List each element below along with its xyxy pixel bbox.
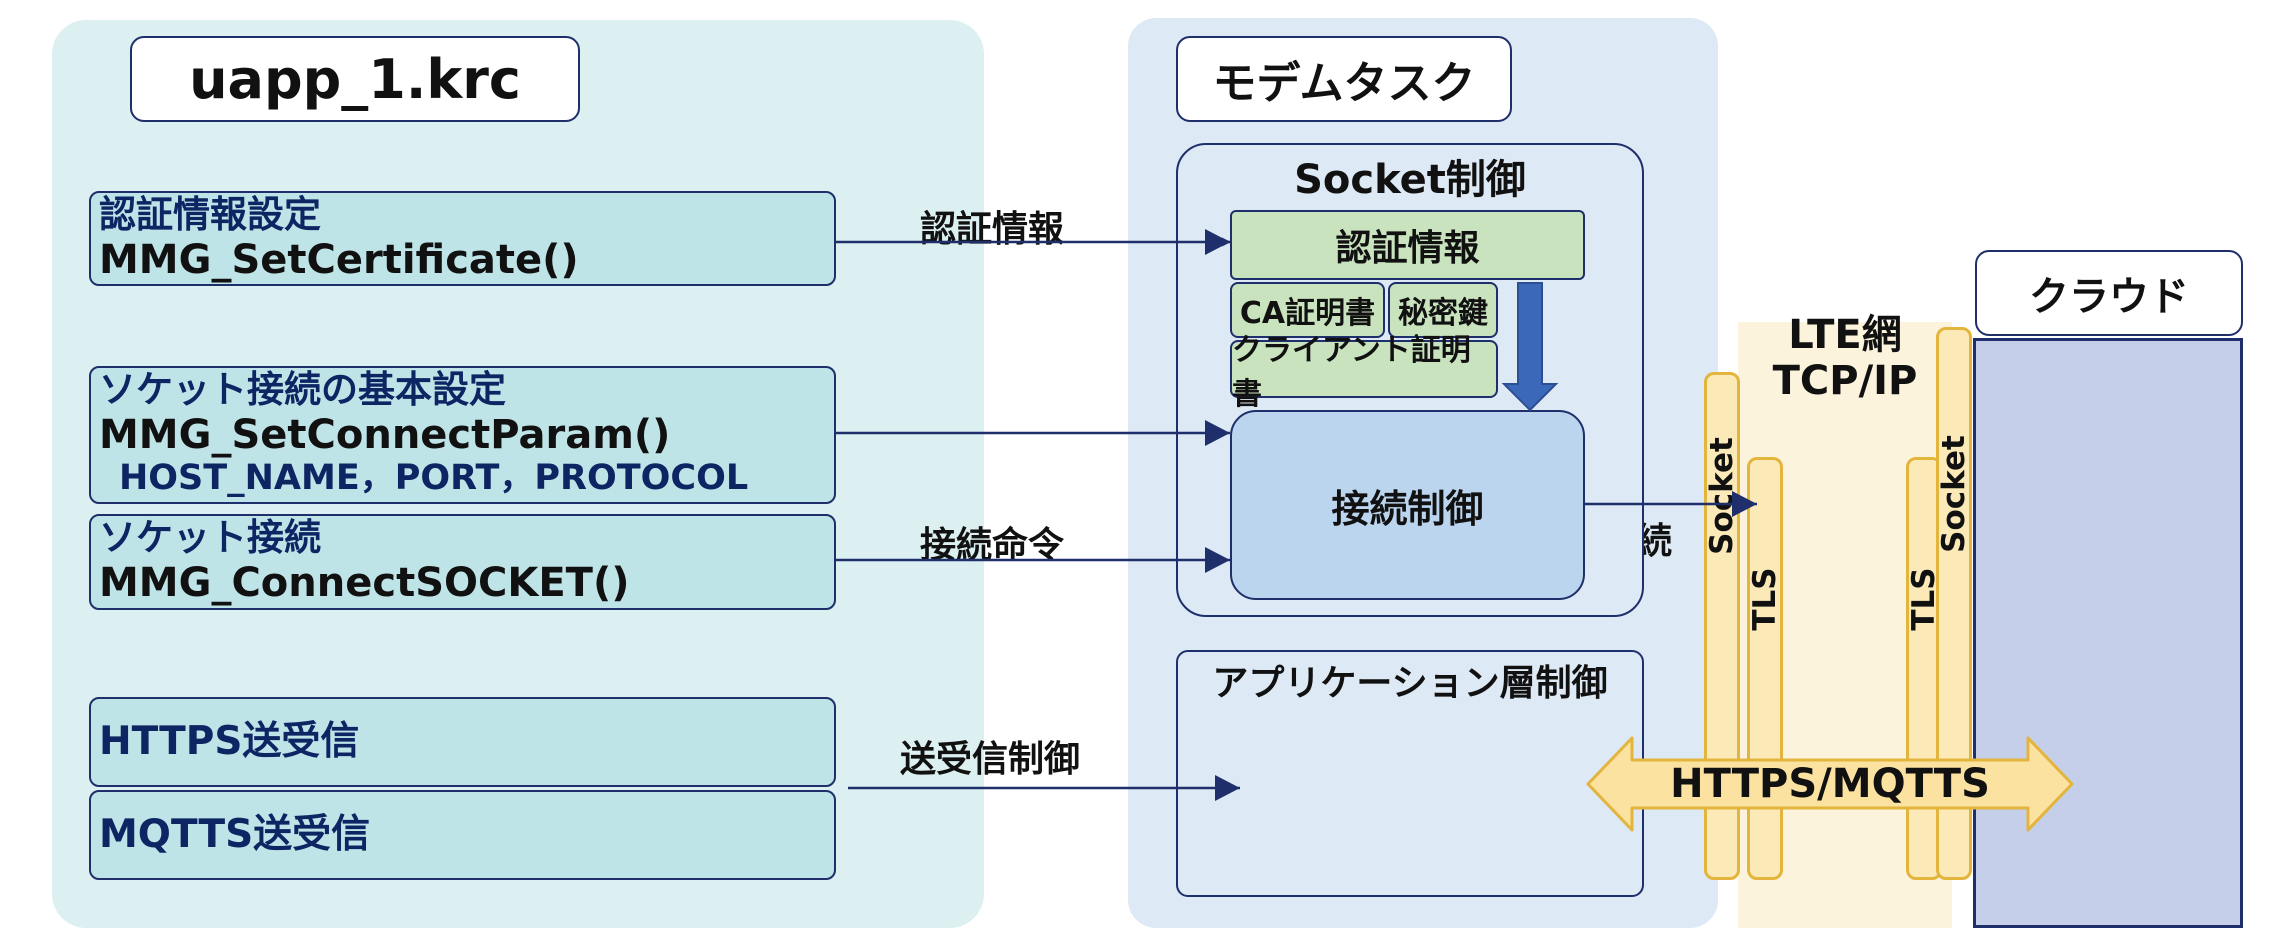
app-title: uapp_1.krc	[130, 36, 580, 122]
client-cert-box: クライアント証明書	[1230, 333, 1498, 412]
lte-network-title-line2: TCP/IP	[1772, 358, 1918, 404]
modem-task-title: モデムタスク	[1176, 36, 1512, 122]
set-certificate-box: 認証情報設定 MMG_SetCertificate()	[89, 191, 836, 286]
connect-socket-box: ソケット接続 MMG_ConnectSOCKET()	[89, 514, 836, 610]
https-send-recv-box: HTTPS送受信	[89, 697, 836, 787]
send-recv-control-label: 送受信制御	[900, 739, 1081, 780]
set-connect-param-box: ソケット接続の基本設定 MMG_SetConnectParam() HOST_N…	[89, 366, 836, 504]
secret-key-box: 秘密鍵	[1388, 282, 1498, 338]
socket-left-label: Socket	[1704, 437, 1740, 555]
connection-control-box: 接続制御	[1230, 410, 1585, 600]
app-layer-control-box	[1176, 650, 1644, 897]
socket-control-title: Socket制御	[1294, 157, 1526, 203]
mqtts-send-recv-label: MQTTS送受信	[99, 812, 371, 857]
set-certificate-function: MMG_SetCertificate()	[99, 237, 579, 283]
set-connect-param-args: HOST_NAME，PORT，PROTOCOL	[119, 458, 749, 498]
cloud-panel	[1973, 338, 2243, 928]
app-layer-control-title: アプリケーション層制御	[1212, 663, 1608, 704]
https-send-recv-label: HTTPS送受信	[99, 719, 360, 764]
tls-bar-left: TLS	[1747, 457, 1783, 880]
lte-network-title-line1: LTE網	[1788, 312, 1902, 358]
cert-info-box: 認証情報	[1230, 210, 1585, 280]
set-connect-param-label: ソケット接続の基本設定	[99, 368, 506, 411]
connect-socket-label: ソケット接続	[99, 516, 321, 559]
cert-arrow-label: 認証情報	[920, 209, 1065, 250]
tls-left-label: TLS	[1747, 566, 1783, 631]
ca-cert-box: CA証明書	[1230, 282, 1385, 338]
connect-command-label: 接続命令	[920, 525, 1065, 566]
set-certificate-label: 認証情報設定	[99, 193, 321, 236]
https-mqtts-label: HTTPS/MQTTS	[1670, 761, 1990, 807]
cloud-title: クラウド	[1975, 250, 2243, 336]
connect-socket-function: MMG_ConnectSOCKET()	[99, 560, 630, 606]
lte-network-title: LTE網 TCP/IP	[1738, 312, 1952, 404]
mqtts-send-recv-box: MQTTS送受信	[89, 790, 836, 880]
set-connect-param-function: MMG_SetConnectParam()	[99, 412, 671, 458]
socket-right-label: Socket	[1936, 434, 1972, 553]
